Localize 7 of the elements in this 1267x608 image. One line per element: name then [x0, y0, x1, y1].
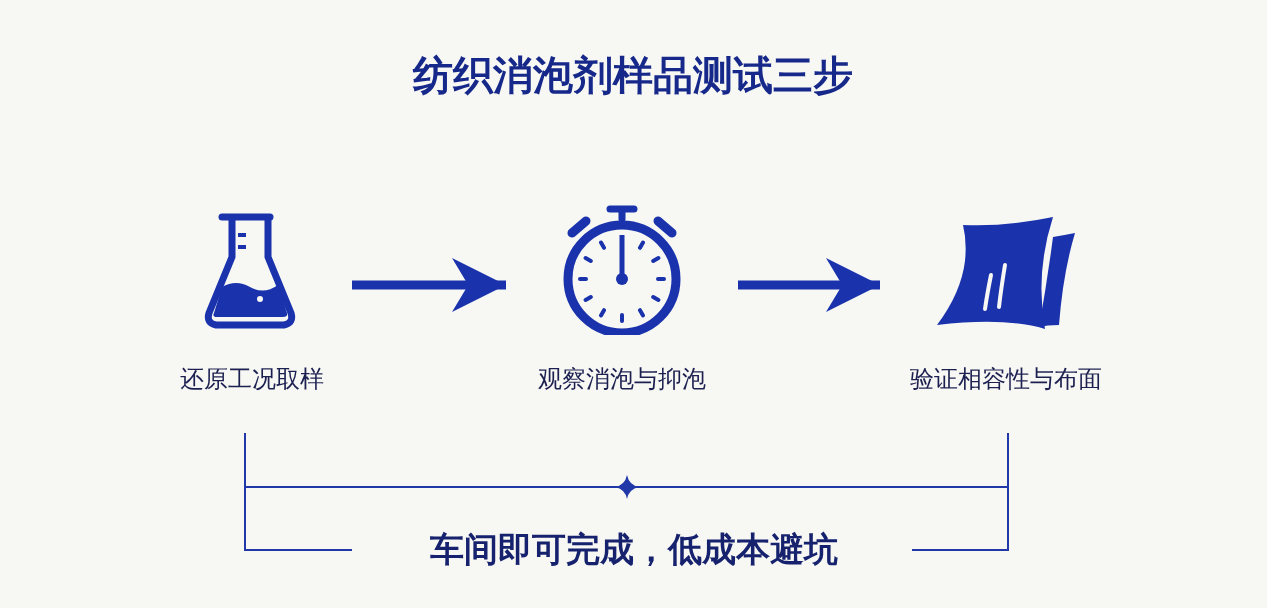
- arrow: [352, 258, 506, 312]
- arrow: [738, 258, 880, 312]
- step-label: 还原工况取样: [180, 364, 324, 395]
- caption: 车间即可完成，低成本避坑: [429, 528, 838, 571]
- step-label: 验证相容性与布面: [910, 364, 1102, 395]
- step-label: 观察消泡与抑泡: [538, 364, 706, 395]
- title: 纺织消泡剂样品测试三步: [411, 51, 854, 100]
